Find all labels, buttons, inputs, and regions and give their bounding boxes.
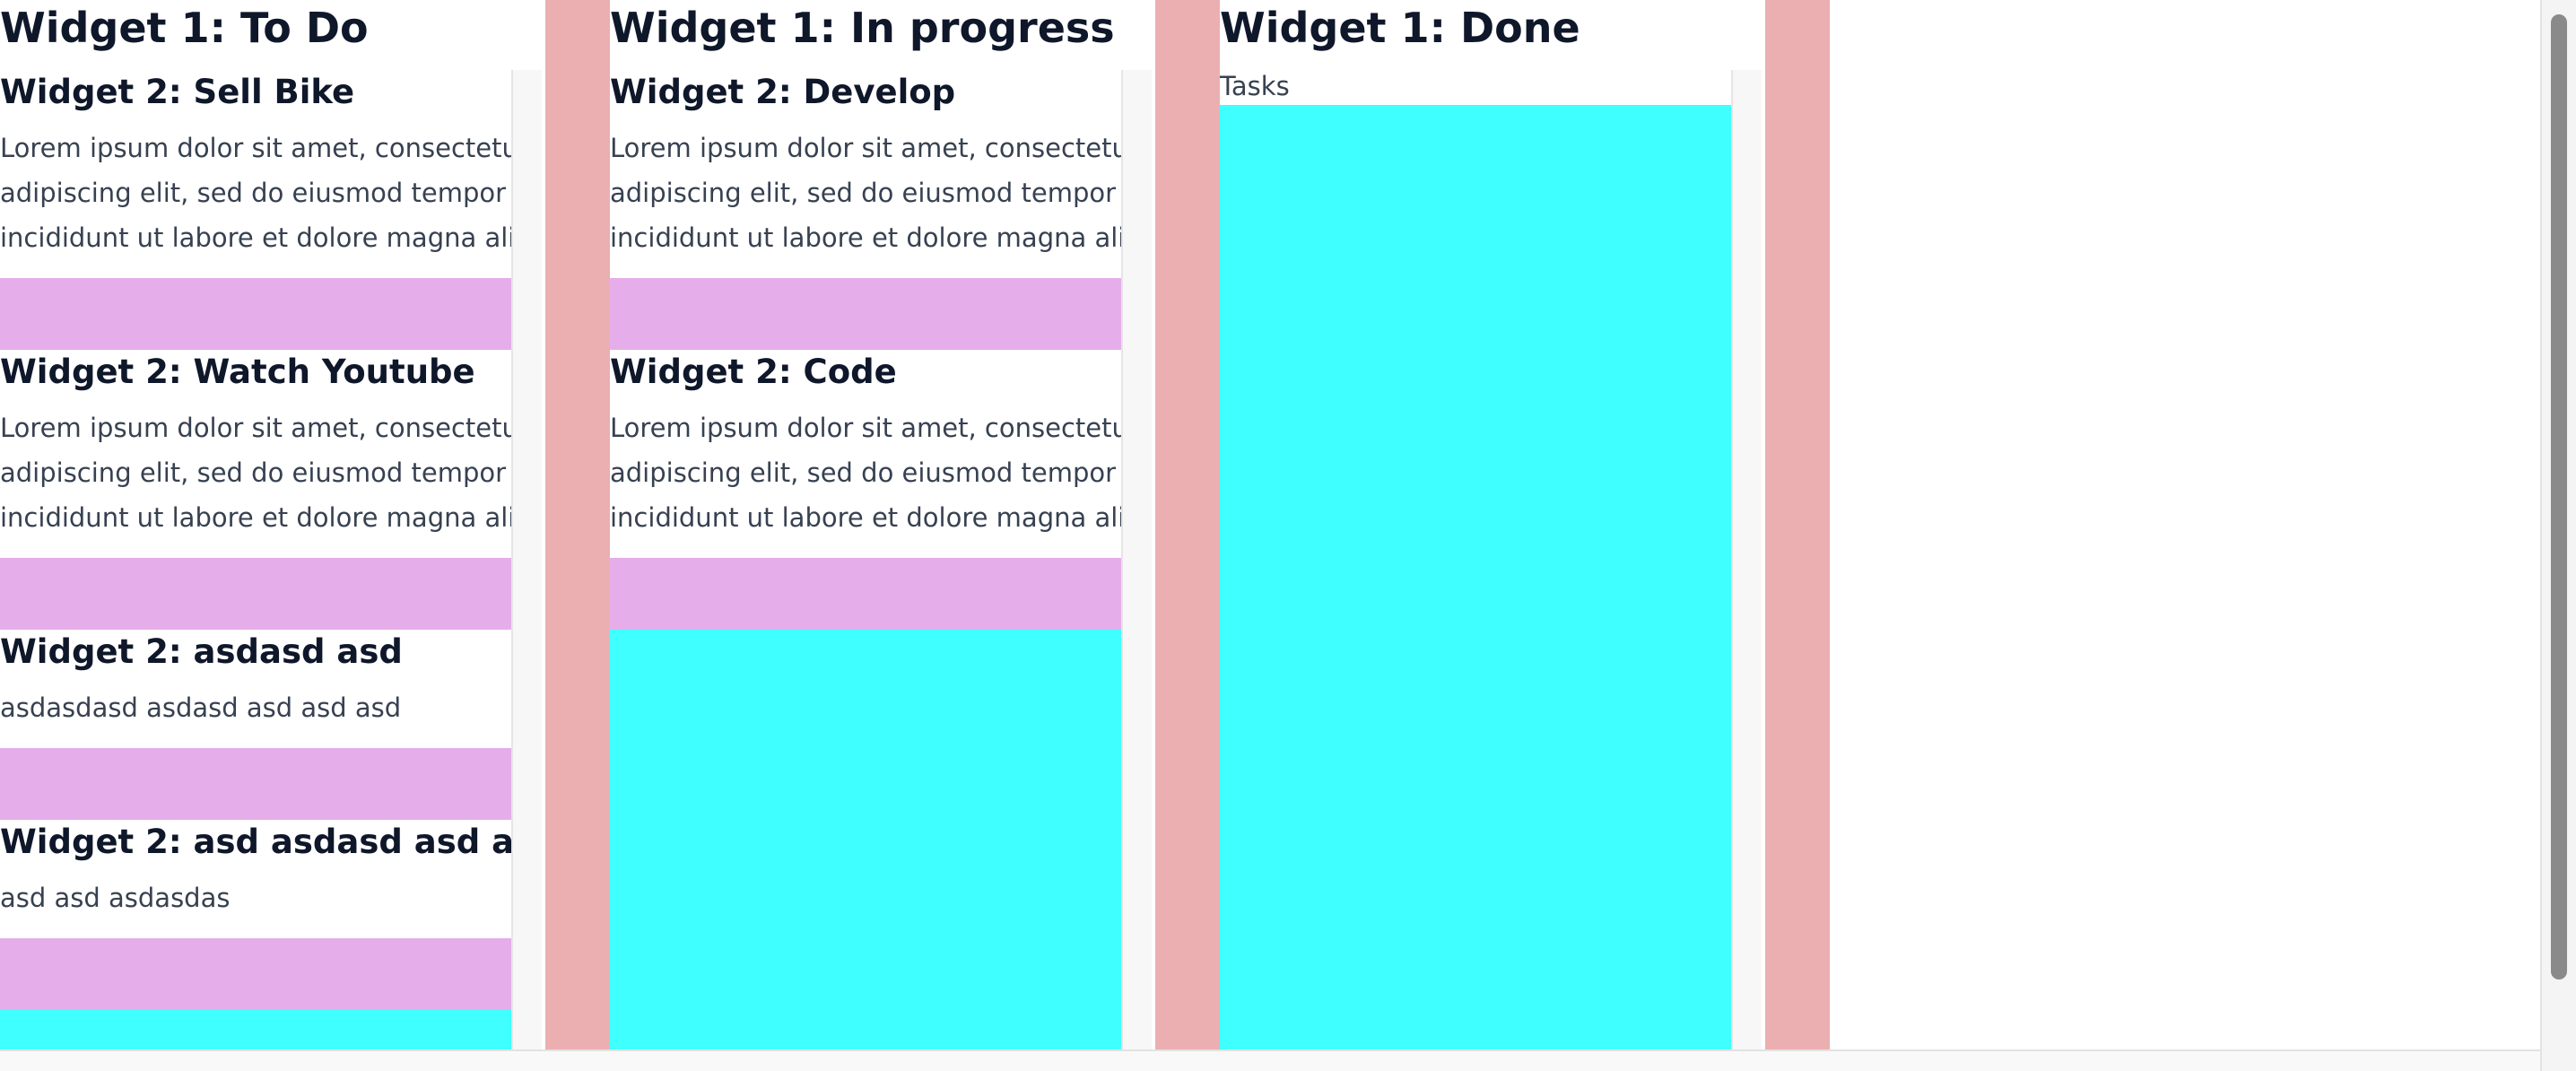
column-in-progress: Widget 1: In progress Widget 2: Develop … <box>610 0 1121 1049</box>
card-title: Widget 2: Sell Bike <box>0 73 355 111</box>
card-spacer <box>610 278 1121 350</box>
card-description-line: Lorem ipsum dolor sit amet, consectetur <box>0 413 511 443</box>
card-spacer <box>0 558 511 630</box>
task-card-asdasd-asd[interactable]: Widget 2: asdasd asd asdasdasd asdasd as… <box>0 630 511 748</box>
task-card-develop[interactable]: Widget 2: Develop Lorem ipsum dolor sit … <box>610 70 1121 278</box>
column-drop-zone[interactable]: Tasks <box>1220 70 1731 1049</box>
tasks-label: Tasks <box>1220 70 1731 105</box>
card-description-line: Lorem ipsum dolor sit amet, consectetur <box>610 133 1121 163</box>
card-description-line: asdasdasd asdasd asd asd asd <box>0 692 402 723</box>
column-to-do: Widget 1: To Do Widget 2: Sell Bike Lore… <box>0 0 511 1049</box>
column-drop-zone[interactable]: Widget 2: Sell Bike Lorem ipsum dolor si… <box>0 70 511 1049</box>
card-description: Lorem ipsum dolor sit amet, consectetur … <box>610 393 1121 558</box>
column-title: Widget 1: In progress <box>610 4 1115 52</box>
card-description: Lorem ipsum dolor sit amet, consectetur … <box>0 113 511 278</box>
card-spacer <box>0 278 511 350</box>
card-description-line: asd asd asdasdas <box>0 883 231 913</box>
card-title: Widget 2: asdasd asd <box>0 632 403 671</box>
column-done: Widget 1: Done Tasks <box>1220 0 1731 1049</box>
column-drop-zone[interactable]: Widget 2: Develop Lorem ipsum dolor sit … <box>610 70 1121 1049</box>
column-edge <box>511 70 542 1049</box>
column-edge <box>1731 70 1762 1049</box>
scrollbar-thumb[interactable] <box>2551 14 2567 980</box>
card-description: asdasdasd asdasd asd asd asd <box>0 673 511 748</box>
card-description-line: adipiscing elit, sed do eiusmod tempor <box>610 457 1117 488</box>
card-description-line: incididunt ut labore et dolore magna ali… <box>0 222 511 253</box>
card-spacer <box>0 748 511 820</box>
card-description-line: adipiscing elit, sed do eiusmod tempor <box>610 178 1117 208</box>
card-description: Lorem ipsum dolor sit amet, consectetur … <box>610 113 1121 278</box>
kanban-board: Widget 1: To Do Widget 2: Sell Bike Lore… <box>0 0 1830 1049</box>
card-description-line: Lorem ipsum dolor sit amet, consectetur <box>0 133 511 163</box>
task-card-watch-youtube[interactable]: Widget 2: Watch Youtube Lorem ipsum dolo… <box>0 350 511 558</box>
column-divider <box>545 0 610 1049</box>
column-divider <box>1155 0 1220 1049</box>
vertical-scrollbar[interactable] <box>2540 0 2576 1071</box>
card-description-line: adipiscing elit, sed do eiusmod tempor <box>0 457 507 488</box>
card-description: asd asd asdasdas <box>0 863 511 938</box>
task-card-asd-asdasd[interactable]: Widget 2: asd asdasd asd asd asd asd asd… <box>0 820 511 938</box>
card-title: Widget 2: Code <box>610 353 897 391</box>
card-description-line: adipiscing elit, sed do eiusmod tempor <box>0 178 507 208</box>
card-description: Lorem ipsum dolor sit amet, consectetur … <box>0 393 511 558</box>
column-title: Widget 1: To Do <box>0 4 369 52</box>
task-card-sell-bike[interactable]: Widget 2: Sell Bike Lorem ipsum dolor si… <box>0 70 511 278</box>
column-title: Widget 1: Done <box>1220 4 1580 52</box>
card-title: Widget 2: asd asdasd asd asd <box>0 823 511 861</box>
card-title: Widget 2: Watch Youtube <box>0 353 475 391</box>
column-edge <box>1121 70 1152 1049</box>
card-spacer <box>0 938 511 1010</box>
task-card-code[interactable]: Widget 2: Code Lorem ipsum dolor sit ame… <box>610 350 1121 558</box>
card-description-line: incididunt ut labore et dolore magna ali… <box>610 222 1121 253</box>
card-title: Widget 2: Develop <box>610 73 956 111</box>
card-description-line: Lorem ipsum dolor sit amet, consectetur <box>610 413 1121 443</box>
card-description-line: incididunt ut labore et dolore magna ali… <box>610 502 1121 533</box>
card-spacer <box>610 558 1121 630</box>
column-divider <box>1765 0 1830 1049</box>
horizontal-scrollbar[interactable] <box>0 1049 2540 1071</box>
card-description-line: incididunt ut labore et dolore magna ali… <box>0 502 511 533</box>
